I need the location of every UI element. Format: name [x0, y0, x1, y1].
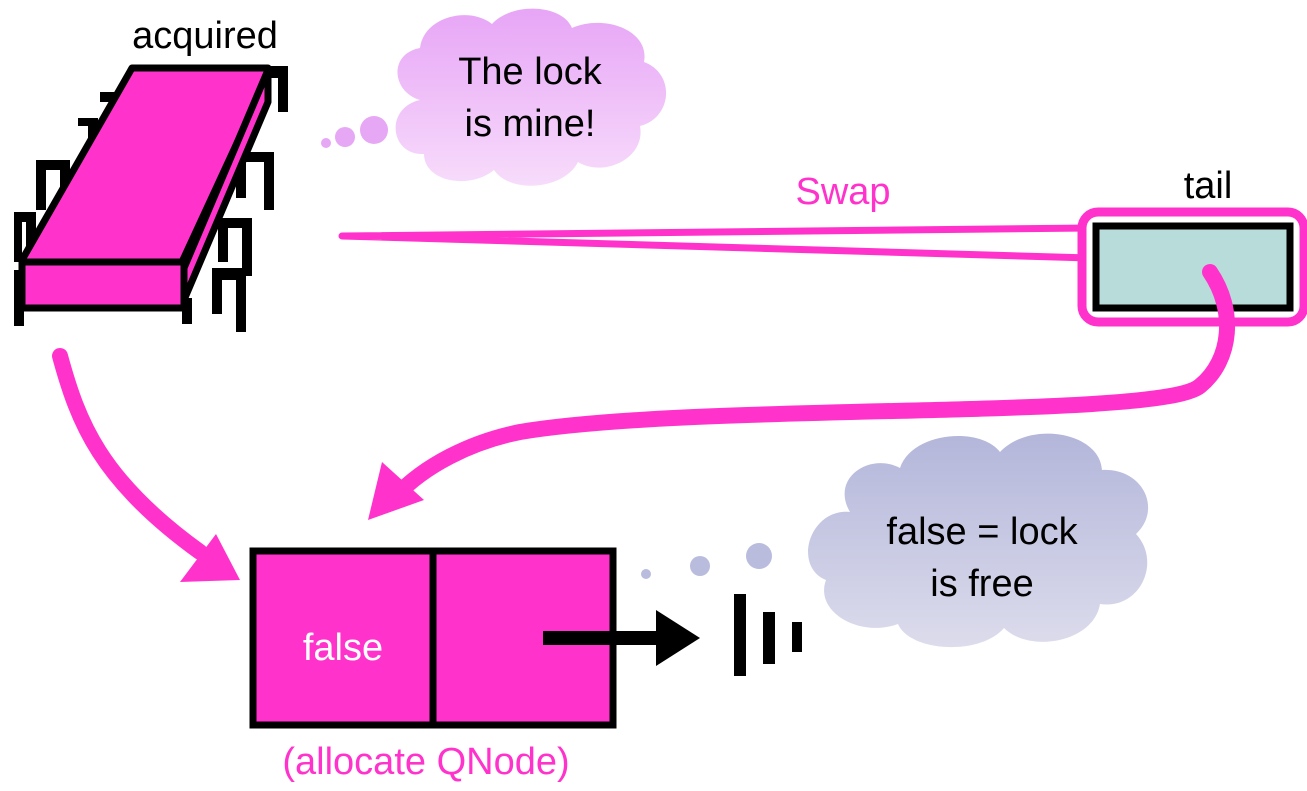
free-note-cloud: false = lock is free [641, 433, 1149, 648]
thread-thought-line1: The lock [458, 51, 603, 93]
qnode-value: false [303, 627, 383, 669]
tail-label: tail [1184, 165, 1233, 207]
tail-pointer [1077, 207, 1307, 327]
acquired-label: acquired [132, 15, 278, 57]
thread-thought-line2: is mine! [465, 103, 596, 145]
thread-to-node-arrow [52, 348, 240, 582]
allocate-label: (allocate QNode) [282, 741, 569, 783]
thread-chip-icon [14, 64, 288, 332]
note-line1: false = lock [886, 511, 1078, 553]
tail-to-node-arrow [368, 264, 1236, 520]
swap-wedge [338, 224, 1094, 262]
qnode: false [249, 547, 617, 729]
next-pointer-arrow [543, 610, 700, 666]
swap-label: Swap [795, 171, 890, 213]
note-line2: is free [930, 563, 1033, 605]
null-ground-icon [734, 594, 802, 676]
thread-thought-cloud: The lock is mine! [321, 8, 667, 186]
